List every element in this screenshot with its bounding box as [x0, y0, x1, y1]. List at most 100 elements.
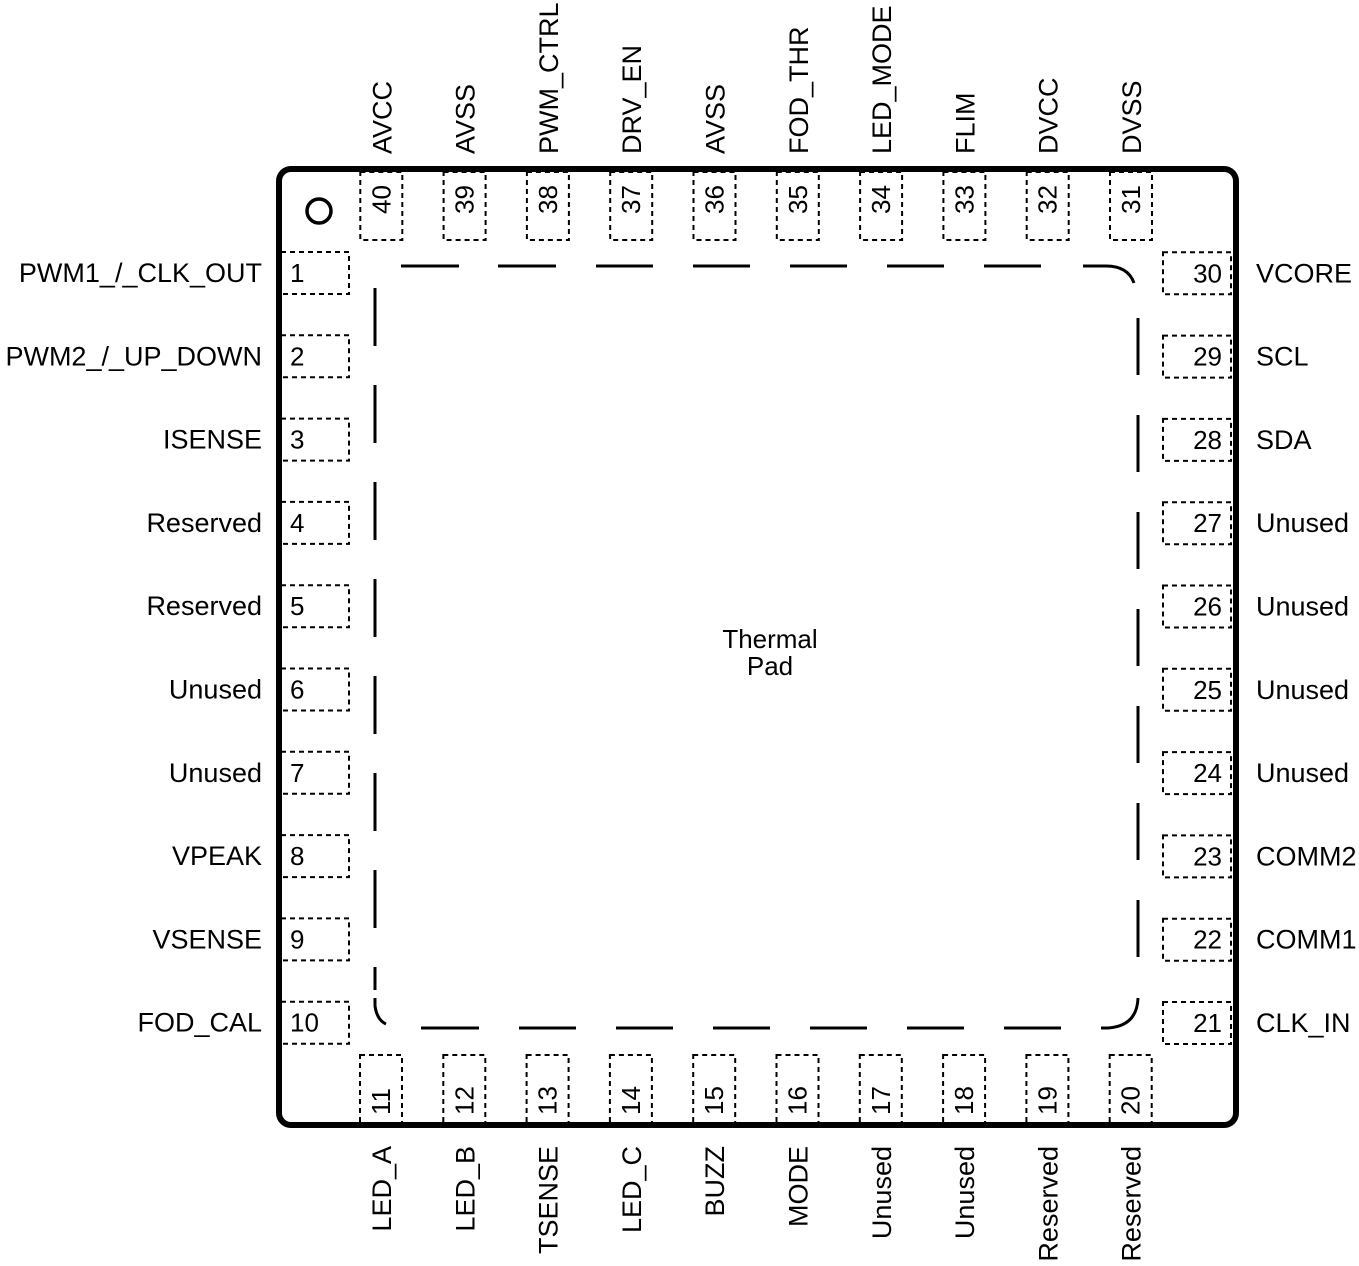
- pin-5-number: 5: [290, 591, 304, 621]
- pin-39-pad: [442, 171, 487, 241]
- pin-12-number: 12: [449, 1086, 479, 1115]
- pin-37-number: 37: [616, 185, 646, 214]
- pin-15-name: BUZZ: [700, 1146, 730, 1217]
- pin-39-name: AVSS: [451, 84, 481, 154]
- pin-36-pad: [692, 171, 737, 241]
- pin-34-name: LED_MODE: [867, 5, 897, 154]
- pin-24-name: Unused: [1256, 758, 1349, 788]
- pin-36-number: 36: [700, 185, 730, 214]
- pin-29-number: 29: [1193, 342, 1222, 372]
- pin-8-number: 8: [290, 841, 304, 871]
- pin-8-name: VPEAK: [172, 841, 262, 871]
- pin-2-pad: [280, 334, 350, 379]
- pin-24-pad: [1162, 751, 1232, 796]
- pin-25-pad: [1162, 667, 1232, 712]
- pin-4-number: 4: [290, 508, 304, 538]
- pin-30-pad: [1162, 251, 1232, 296]
- pin-26-pad: [1162, 584, 1232, 629]
- pin-14-pad: [608, 1054, 653, 1124]
- pin-19-number: 19: [1032, 1086, 1062, 1115]
- pin-28-pad: [1162, 417, 1232, 462]
- pin1-marker: [305, 197, 333, 225]
- pin-13-pad: [525, 1054, 570, 1124]
- pin-12-pad: [442, 1054, 487, 1124]
- pin-11-number: 11: [366, 1088, 396, 1115]
- pin-6-name: Unused: [169, 675, 262, 705]
- pin-20-pad: [1108, 1054, 1153, 1124]
- pin-37-name: DRV_EN: [617, 45, 647, 154]
- pin-6-pad: [280, 667, 350, 712]
- thermal-pad-label-line1: Thermal: [722, 624, 817, 654]
- pin-8-pad: [280, 834, 350, 879]
- pin-30-name: VCORE: [1256, 258, 1352, 288]
- pin-38-pad: [525, 171, 570, 241]
- pin-1-number: 1: [290, 258, 304, 288]
- pin-3-pad: [280, 417, 350, 462]
- pin-29-name: SCL: [1256, 342, 1309, 372]
- pin-22-name: COMM1: [1256, 925, 1357, 955]
- pin-28-number: 28: [1193, 425, 1222, 455]
- pin-23-pad: [1162, 834, 1232, 879]
- pin-35-pad: [775, 171, 820, 241]
- pin-32-pad: [1025, 171, 1070, 241]
- pin-18-name: Unused: [950, 1146, 980, 1239]
- pin-39-number: 39: [450, 185, 480, 214]
- pin-group: 1PWM1_/_CLK_OUT2PWM2_/_UP_DOWN3ISENSE4Re…: [5, 2, 1356, 1261]
- pin-11-name: LED_A: [367, 1146, 397, 1232]
- pin-40-name: AVCC: [367, 81, 397, 154]
- pin-12-name: LED_B: [450, 1146, 480, 1232]
- thermal-pad-outline: [373, 264, 1140, 1030]
- pin-16-number: 16: [783, 1086, 813, 1115]
- pin-35-name: FOD_THR: [784, 27, 814, 155]
- pin-25-number: 25: [1193, 675, 1222, 705]
- pin-36-name: AVSS: [701, 84, 731, 154]
- pin-20-name: Reserved: [1117, 1146, 1147, 1262]
- pin-40-number: 40: [366, 185, 396, 214]
- pin-15-pad: [692, 1054, 737, 1124]
- pin-2-name: PWM2_/_UP_DOWN: [5, 341, 262, 371]
- pin-21-name: CLK_IN: [1256, 1008, 1351, 1038]
- pin-22-pad: [1162, 917, 1232, 962]
- pin-28-name: SDA: [1256, 425, 1312, 455]
- pin-17-name: Unused: [867, 1146, 897, 1239]
- pin-19-pad: [1025, 1054, 1070, 1124]
- pin-16-name: MODE: [784, 1146, 814, 1227]
- pin-40-pad: [359, 171, 404, 241]
- pin-7-pad: [280, 750, 350, 795]
- pin-33-name: FLIM: [950, 92, 980, 154]
- pin-23-number: 23: [1193, 841, 1222, 871]
- pin-38-number: 38: [533, 185, 563, 214]
- pin-9-pad: [280, 917, 350, 962]
- pin-14-number: 14: [616, 1086, 646, 1115]
- package-outline: [276, 166, 1239, 1128]
- pin-19-name: Reserved: [1033, 1146, 1063, 1262]
- pin-4-name: Reserved: [146, 508, 262, 538]
- pin-31-pad: [1109, 171, 1153, 241]
- pin-1-pad: [280, 251, 350, 295]
- pin-33-pad: [942, 171, 987, 241]
- pin-34-pad: [859, 171, 904, 241]
- pin-9-number: 9: [290, 924, 304, 954]
- pin-10-name: FOD_CAL: [137, 1008, 262, 1038]
- pin-26-name: Unused: [1256, 592, 1349, 622]
- pin-20-number: 20: [1116, 1086, 1146, 1115]
- pin-16-pad: [775, 1054, 820, 1124]
- pin-27-number: 27: [1193, 508, 1222, 538]
- thermal-pad-label-line2: Pad: [747, 651, 793, 681]
- pin-7-name: Unused: [169, 758, 262, 788]
- pin-26-number: 26: [1193, 592, 1222, 622]
- pin-6-number: 6: [290, 675, 304, 705]
- pin-2-number: 2: [290, 341, 304, 371]
- pin-30-number: 30: [1193, 258, 1222, 288]
- pin-32-number: 32: [1033, 185, 1063, 214]
- pin-24-number: 24: [1193, 758, 1222, 788]
- pin-13-name: TSENSE: [534, 1146, 564, 1254]
- pin-21-pad: [1162, 1001, 1232, 1045]
- pin-35-number: 35: [783, 185, 813, 214]
- pin-3-number: 3: [290, 425, 304, 455]
- pin-37-pad: [609, 171, 654, 241]
- pin-31-name: DVSS: [1117, 80, 1147, 154]
- pin-13-number: 13: [533, 1086, 563, 1115]
- pin-7-number: 7: [290, 758, 304, 788]
- pin-17-number: 17: [866, 1086, 896, 1115]
